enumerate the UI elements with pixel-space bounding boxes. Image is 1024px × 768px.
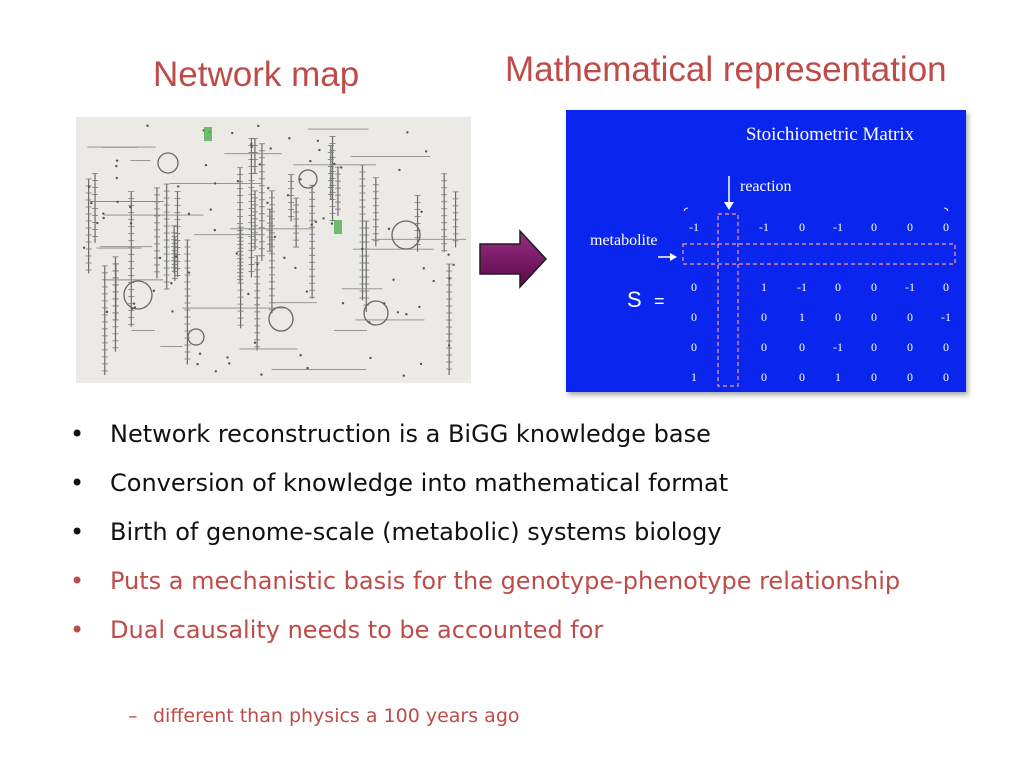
mathematical-representation-heading: Mathematical representation [505,50,947,89]
matrix-cell: 1 [761,280,767,294]
matrix-cell: 0 [871,310,877,324]
matrix-cell: -1 [689,220,699,234]
bullet-text: Conversion of knowledge into mathematica… [110,469,729,497]
matrix-cell: 0 [907,310,913,324]
matrix-cell: 0 [943,220,949,234]
matrix-cell: -1 [797,280,807,294]
bullet-text: Puts a mechanistic basis for the genotyp… [110,567,901,595]
network-map-heading: Network map [153,55,360,94]
bullet-dot: • [70,567,85,595]
bullet-item: • Dual causality needs to be accounted fo… [70,614,970,646]
reaction-label: reaction [740,178,792,195]
matrix-cell: 0 [799,220,805,234]
bullet-item: • Conversion of knowledge into mathematic… [70,467,970,499]
matrix-title: Stoichiometric Matrix [746,124,915,145]
matrix-cell: 0 [691,310,697,324]
bullet-item: • Birth of genome-scale (metabolic) syste… [70,516,970,548]
matrix-cell: 0 [761,340,767,354]
metabolite-label: metabolite [590,232,658,249]
matrix-cell: 0 [835,310,841,324]
bullet-text: Network reconstruction is a BiGG knowled… [110,420,711,448]
matrix-cell: 1 [835,370,841,384]
matrix-cell: 0 [799,370,805,384]
sub-bullet: –different than physics a 100 years ago [128,705,520,727]
matrix-cell: 0 [907,220,913,234]
matrix-cell: 1 [691,370,697,384]
network-map-image [76,117,471,383]
bullet-text: Birth of genome-scale (metabolic) system… [110,518,722,546]
matrix-cell: 0 [871,340,877,354]
network-map-drawing [82,124,466,377]
bullet-dot: • [70,420,85,448]
matrix-cell: 0 [871,370,877,384]
bullet-text: Dual causality needs to be accounted for [110,616,604,644]
matrix-cell: -1 [905,280,915,294]
metabolite-row-highlight [682,243,956,265]
matrix-cell: 0 [799,340,805,354]
matrix-cell: 0 [943,280,949,294]
matrix-cell: -1 [759,220,769,234]
metabolite-arrow-head-icon [670,253,677,261]
s-symbol: S [627,287,642,312]
matrix-cell: 0 [761,370,767,384]
matrix-cell: 0 [943,370,949,384]
matrix-cell: 0 [691,340,697,354]
reaction-arrow-head-icon [724,202,734,210]
matrix-cell: 1 [799,310,805,324]
transition-arrow-icon [476,228,550,290]
bullet-dot: • [70,616,85,644]
equals-sign: = [654,291,665,311]
matrix-cell: -1 [941,310,951,324]
matrix-cell: -1 [833,340,843,354]
stoichiometric-matrix-panel: Stoichiometric Matrix reaction metabolit… [566,110,966,392]
bullet-dot: • [70,518,85,546]
matrix-cell: 0 [907,370,913,384]
matrix-bracket-left [683,207,689,212]
matrix-cell: 0 [835,280,841,294]
sub-bullet-dash: – [128,705,138,727]
sub-bullet-text: different than physics a 100 years ago [153,705,520,727]
matrix-bracket-right [943,207,949,212]
matrix-cell: 0 [943,340,949,354]
matrix-cell: 0 [907,340,913,354]
matrix-cell: 0 [871,280,877,294]
matrix-cells: -1 -1 0 -1 0 0 0 0 1 -1 0 0 -1 0 0 0 1 0 0 0 -1 0 0 0 -1 0 0 0 1 0 0 1 0… [689,220,951,384]
reaction-column-highlight [717,213,739,387]
matrix-cell: 0 [871,220,877,234]
matrix-cell: -1 [833,220,843,234]
bullet-item: • Network reconstruction is a BiGG knowle… [70,418,970,450]
bullet-dot: • [70,469,85,497]
matrix-cell: 0 [691,280,697,294]
matrix-cell: 0 [761,310,767,324]
bullet-list: • Network reconstruction is a BiGG knowle… [70,418,970,663]
bullet-item: • Puts a mechanistic basis for the genoty… [70,565,970,597]
